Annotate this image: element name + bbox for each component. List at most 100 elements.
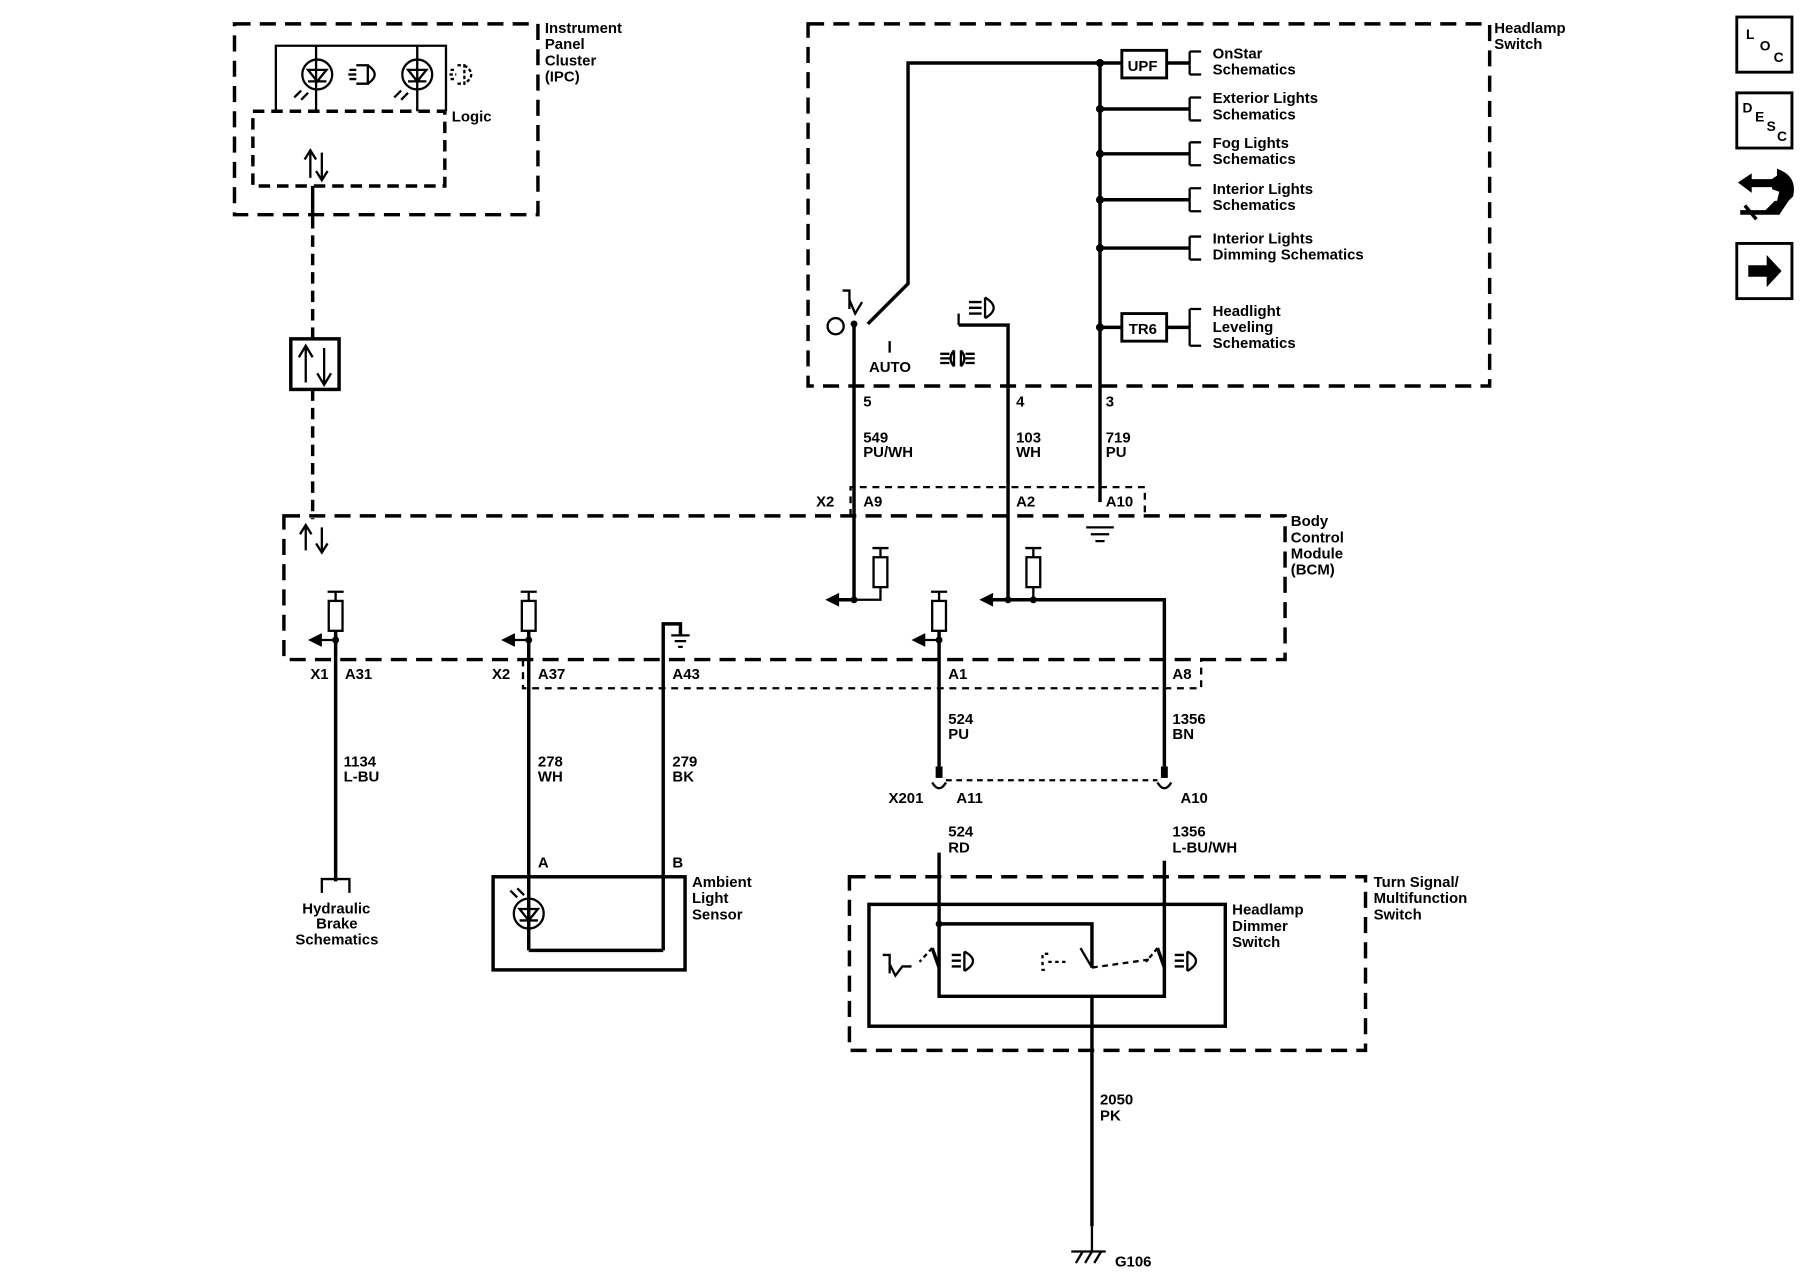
desc-letter: C	[1777, 129, 1787, 144]
ground-icon	[671, 634, 690, 649]
pin-label: A8	[1172, 666, 1191, 683]
circuit-number: 524	[948, 711, 974, 728]
off-position-icon	[826, 289, 864, 336]
ipc-label: Instrument	[545, 20, 622, 37]
pullup-resistor	[931, 590, 948, 632]
onstar-ref: OnStar	[1213, 45, 1263, 62]
circuit-number: 279	[672, 753, 697, 770]
connector-label: X2	[492, 666, 510, 683]
desc-letter: E	[1755, 110, 1764, 125]
leveling-ref-line3: Schematics	[1213, 335, 1296, 352]
hydraulic-brake-ref: Hydraulic	[302, 901, 370, 918]
connector-end-view-button[interactable]	[1737, 168, 1794, 221]
pin-label: 3	[1106, 394, 1114, 411]
pin-label: B	[672, 855, 683, 872]
ipc-label-line3: Cluster	[545, 52, 597, 69]
input-arrow-icon	[501, 633, 515, 647]
ambient-sensor-label: Ambient	[692, 874, 752, 891]
headlamp-beam-icon	[968, 296, 995, 320]
high-beam-icon	[1174, 950, 1198, 973]
input-arrow-icon	[308, 633, 322, 647]
data-arrows-icon	[297, 343, 333, 388]
loc-letter: L	[1746, 27, 1754, 42]
circuit-number: 524	[948, 824, 974, 841]
fog-lights-ref: Fog Lights	[1213, 135, 1289, 152]
interior-dimming-ref-line2: Dimming Schematics	[1213, 247, 1364, 264]
flash-to-pass-icon	[882, 953, 912, 978]
serial-data-box	[289, 337, 341, 392]
desc-letter: D	[1743, 100, 1753, 115]
circuit-number: 278	[538, 753, 563, 770]
turn-signal-label: Turn Signal/	[1374, 874, 1459, 891]
pin-label: A2	[1016, 494, 1035, 511]
low-beam-contact	[1041, 947, 1159, 972]
turn-signal-label-line2: Multifunction	[1374, 890, 1468, 907]
pin-label: 5	[863, 394, 871, 411]
turn-signal-multifunction-switch: Turn Signal/ Multifunction Switch Headla…	[847, 852, 1468, 1053]
bcm-label: Body	[1291, 513, 1329, 530]
description-button[interactable]: D E S C	[1735, 91, 1794, 150]
wire-color: PU	[1106, 444, 1127, 461]
interior-lights-ref-line2: Schematics	[1213, 197, 1296, 214]
logic-label: Logic	[452, 109, 492, 126]
high-beam-indicator-icon	[348, 64, 376, 85]
wire-color: WH	[1016, 444, 1041, 461]
pin-label: A10	[1106, 494, 1133, 511]
ipc-label-line2: Panel	[545, 36, 585, 53]
pin-label: A37	[538, 666, 565, 683]
bcm-module: Body Control Module (BCM)	[282, 513, 1344, 951]
photodiode-icon	[509, 887, 545, 930]
circuit-number: 549	[863, 429, 888, 446]
input-arrow-icon	[911, 633, 926, 647]
upf-label: UPF	[1128, 58, 1158, 75]
pullup-resistor	[854, 546, 889, 601]
parking-lamp-icon	[940, 349, 975, 368]
wire-color: L-BU	[344, 768, 380, 785]
loc-letter: C	[1774, 50, 1784, 65]
circuit-number: 1356	[1172, 711, 1205, 728]
ambient-sensor-label-line2: Light	[692, 890, 729, 907]
pullup-resistor	[520, 590, 537, 632]
headlamp-switch-label: Headlamp	[1494, 20, 1565, 37]
serial-data-line	[289, 185, 341, 520]
pin-label: A9	[863, 494, 882, 511]
pin-label: A11	[956, 790, 983, 807]
dimmer-switch-label-line3: Switch	[1232, 934, 1280, 951]
tr6-label: TR6	[1129, 321, 1157, 338]
next-button[interactable]	[1735, 242, 1794, 301]
wire-color: BK	[672, 768, 694, 785]
arrow-right-icon	[1748, 254, 1782, 288]
x201-connector	[931, 659, 1173, 790]
high-beam-icon	[951, 950, 975, 973]
onstar-ref-line2: Schematics	[1213, 61, 1296, 78]
ambient-sensor-label-line3: Sensor	[692, 906, 743, 923]
circuit-number: 719	[1106, 429, 1131, 446]
bcm-label-line4: (BCM)	[1291, 561, 1335, 578]
hydraulic-brake-ref-line3: Schematics	[295, 932, 378, 949]
circuit-number: 103	[1016, 429, 1041, 446]
ground-icon	[1071, 1226, 1106, 1264]
wire-color: RD	[948, 840, 970, 857]
data-arrows-icon	[299, 522, 329, 555]
hydraulic-brake-ref-line2: Brake	[316, 916, 358, 933]
connector-label: X1	[310, 666, 328, 683]
interior-lights-ref: Interior Lights	[1213, 181, 1313, 198]
pin-label: A10	[1180, 790, 1207, 807]
connector-label: X2	[816, 494, 834, 511]
pin-label: A	[538, 855, 549, 872]
location-button[interactable]: L O C	[1735, 15, 1794, 74]
circuit-number: 1134	[344, 753, 377, 770]
pin-label: A1	[948, 666, 967, 683]
bcm-label-line2: Control	[1291, 529, 1344, 546]
dimmer-switch-label-line2: Dimmer	[1232, 918, 1288, 935]
circuit-number: 1356	[1172, 824, 1205, 841]
headlamp-dimmer-switch	[867, 902, 1228, 1028]
pin-label: A31	[345, 666, 372, 683]
dimmer-switch-label: Headlamp	[1232, 902, 1303, 919]
wire-color: PU/WH	[863, 444, 913, 461]
headlamp-indicator-icon	[449, 64, 473, 85]
connector-wrench-icon	[1737, 168, 1794, 221]
ambient-light-sensor: A B Ambient Light Sensor	[491, 855, 752, 972]
upf-device	[1120, 48, 1169, 80]
